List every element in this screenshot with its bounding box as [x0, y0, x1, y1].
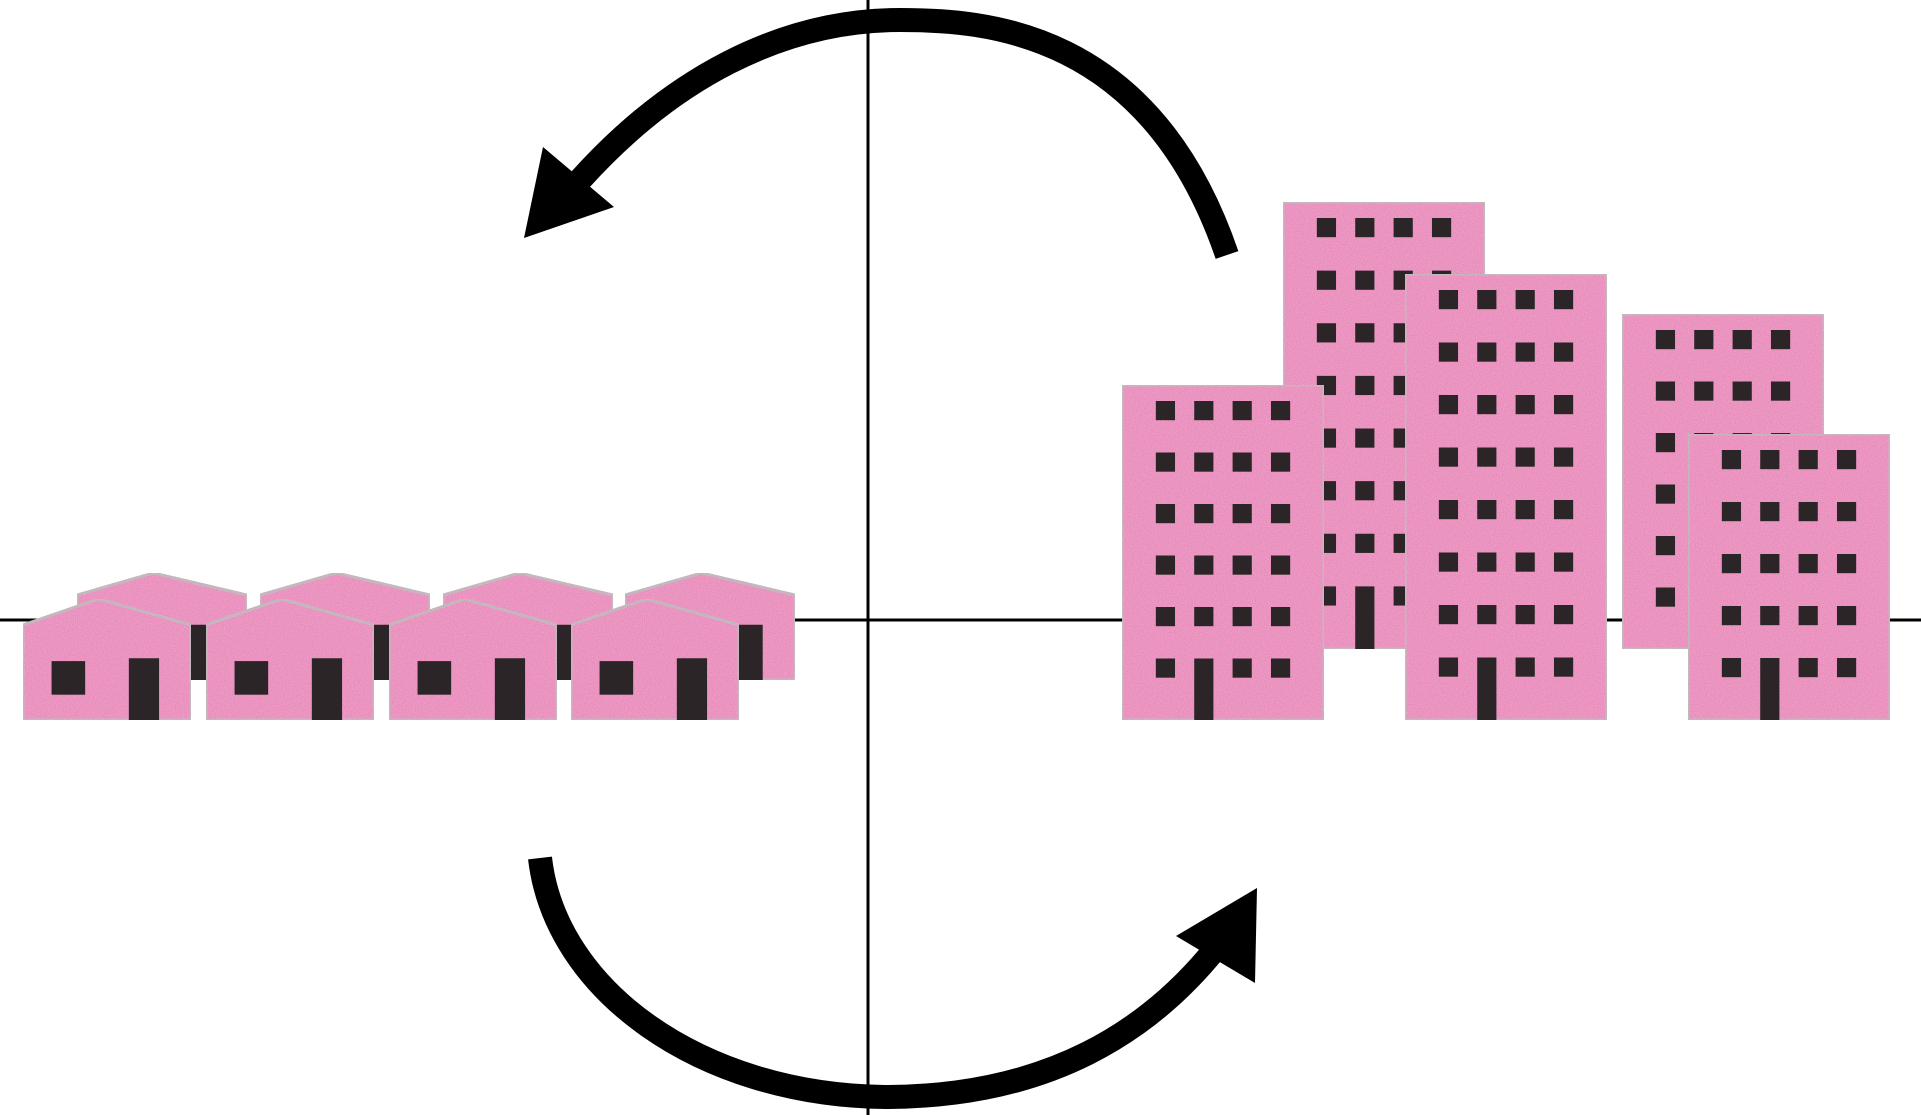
apartment-building-icon [1686, 432, 1892, 722]
apartment-building-icon [1403, 272, 1609, 722]
house-icon [21, 597, 193, 722]
low-rise-houses [21, 571, 797, 722]
top-curved-arrow-icon [524, 7, 1239, 259]
bottom-curved-arrow-icon [528, 856, 1257, 1110]
house-icon [569, 597, 741, 722]
apartment-building-icon [1120, 383, 1326, 722]
house-icon [387, 597, 559, 722]
house-icon [204, 597, 376, 722]
high-rise-buildings [1120, 200, 1892, 722]
